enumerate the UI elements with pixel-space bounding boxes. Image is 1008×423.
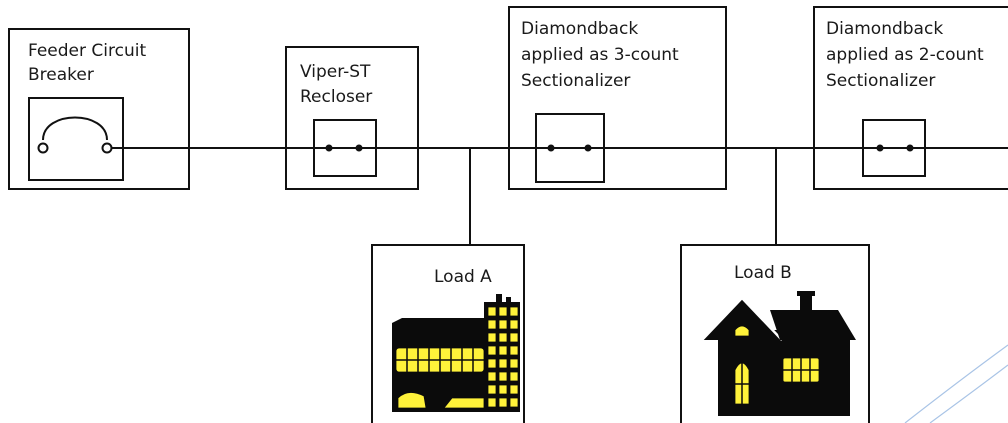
sectionalizer-2-count: Diamondback applied as 2-count Sectional…	[813, 6, 1008, 190]
load-a-label: Load A	[434, 267, 492, 287]
sectionalizer-2-label-line2: applied as 2-count	[826, 45, 984, 65]
sectionalizer-2-label-line3: Sectionalizer	[826, 71, 935, 91]
feeder-breaker-label-line1: Feeder Circuit	[28, 41, 146, 61]
sectionalizer-2-label-line1: Diamondback	[826, 19, 943, 39]
switch-icon	[325, 144, 914, 152]
sectionalizer-3-label-line3: Sectionalizer	[521, 71, 630, 91]
breaker-symbol-icon	[42, 116, 108, 141]
load-b-label: Load B	[734, 263, 792, 283]
viper-st-recloser: Viper-ST Recloser	[285, 46, 419, 190]
recloser-label-line2: Recloser	[300, 87, 372, 107]
breaker-output-terminal	[101, 142, 113, 154]
sectionalizer-3-count: Diamondback applied as 3-count Sectional…	[508, 6, 727, 190]
office-building-icon	[392, 294, 520, 412]
office-windows	[395, 306, 519, 409]
house-icon	[701, 291, 856, 416]
feeder-breaker-label-line2: Breaker	[28, 65, 94, 85]
load-b: Load B	[680, 244, 870, 423]
sectionalizer-3-label-line2: applied as 3-count	[521, 45, 679, 65]
load-a: Load A	[371, 244, 525, 423]
recloser-label-line1: Viper-ST	[300, 62, 371, 82]
decorative-swoosh	[904, 344, 1008, 423]
sectionalizer-3-label-line1: Diamondback	[521, 19, 638, 39]
feeder-circuit-breaker: Feeder Circuit Breaker	[8, 28, 190, 190]
